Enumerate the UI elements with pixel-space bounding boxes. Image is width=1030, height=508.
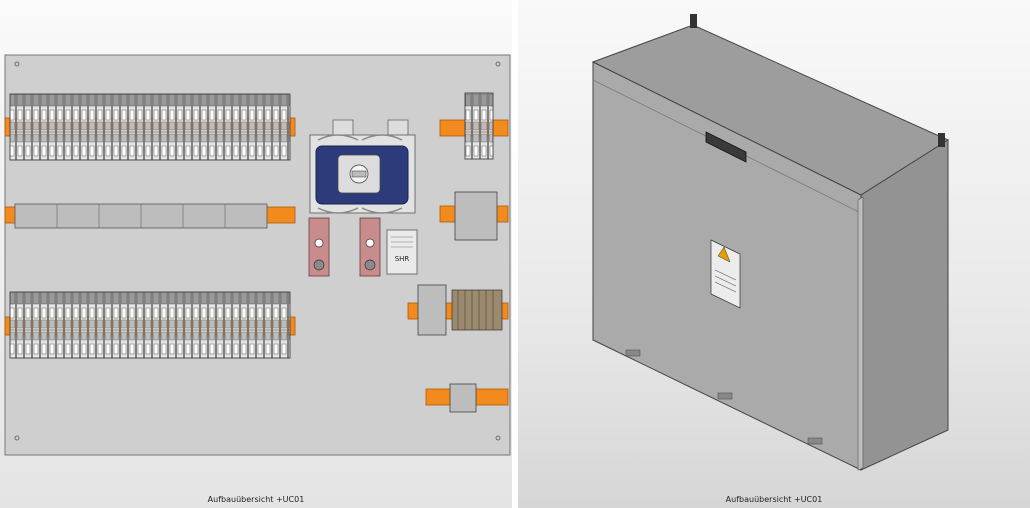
busbars [308,217,381,277]
mounting-lug-right [938,133,945,147]
mounting-plate-drawing: SHR [4,54,511,456]
rail-right-bottom [425,383,509,413]
rail-right-middle [439,191,509,241]
rail-right-terminals [407,284,509,336]
right-view-caption: Aufbauübersicht +UC01 [725,495,823,504]
left-view-caption: Aufbauübersicht +UC01 [207,495,305,504]
switch-label-text: SHR [395,255,410,263]
mounting-lug-left [690,14,697,28]
mounting-plate-view[interactable]: SHR Aufbauübersicht +UC01 [0,0,512,508]
main-switch [309,119,416,214]
breaker-row-bottom [4,291,296,359]
breaker-row-top [4,93,296,161]
door-handle [705,131,747,163]
warning-label [710,239,741,309]
plate-hole-tr [495,61,501,67]
switch-label-plate: SHR [386,229,418,275]
plate-hole-tl [14,61,20,67]
cable-duct [4,203,296,229]
plate-hole-bl [14,435,20,441]
pane-divider [512,0,518,508]
enclosure-side [860,139,949,471]
rail-right-top [439,92,509,160]
enclosure-3d-view[interactable]: Aufbauübersicht +UC01 [518,0,1030,508]
enclosure-drawing [591,14,950,471]
plate-hole-br [495,435,501,441]
